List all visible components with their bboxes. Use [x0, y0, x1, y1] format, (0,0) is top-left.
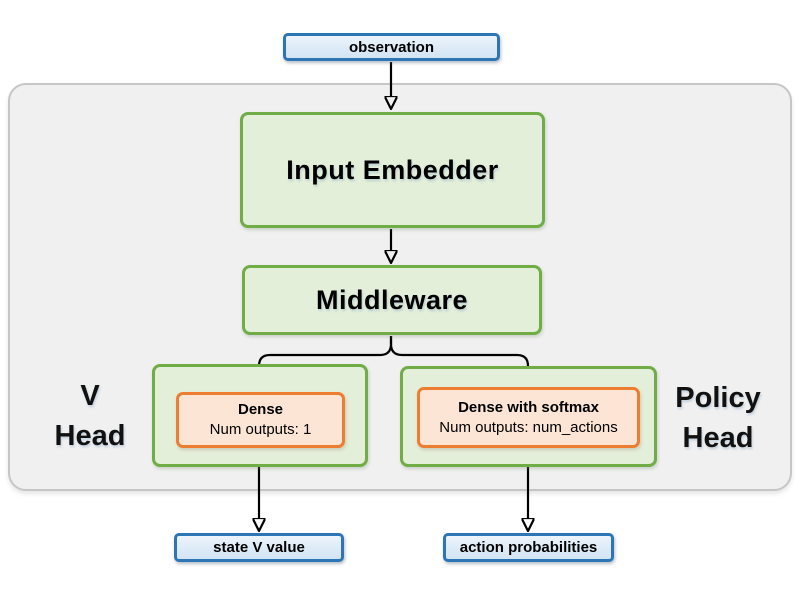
node-dense-subtitle: Num outputs: 1: [209, 421, 312, 438]
node-input-embedder: Input Embedder: [240, 112, 545, 228]
policy-head-label-line1: Policy: [675, 382, 761, 414]
v-head-label-line1: V: [80, 380, 100, 412]
node-action-probabilities-label: action probabilities: [459, 539, 598, 556]
arrow-middleware-to-dense-softmax: [389, 336, 528, 372]
node-action-probabilities: action probabilities: [443, 533, 614, 562]
node-state-v-value-label: state V value: [213, 539, 305, 556]
node-dense-title: Dense: [237, 401, 284, 418]
arrow-middleware-to-dense: [259, 336, 393, 376]
node-state-v-value: state V value: [174, 533, 344, 562]
node-middleware-label: Middleware: [315, 284, 469, 315]
v-head-label-line2: Head: [54, 420, 126, 452]
node-input-embedder-label: Input Embedder: [286, 154, 499, 185]
node-dense: Dense Num outputs: 1: [176, 392, 345, 448]
policy-head-label-line2: Head: [682, 422, 754, 454]
policy-head-label: Policy Head: [657, 378, 779, 458]
v-head-label: V Head: [38, 376, 142, 456]
node-observation-label: observation: [348, 38, 435, 56]
node-dense-softmax: Dense with softmax Num outputs: num_acti…: [417, 387, 640, 448]
node-observation: observation: [283, 33, 500, 61]
node-middleware: Middleware: [242, 265, 542, 335]
node-dense-softmax-subtitle: Num outputs: num_actions: [439, 418, 618, 436]
node-dense-softmax-title: Dense with softmax: [458, 398, 599, 416]
